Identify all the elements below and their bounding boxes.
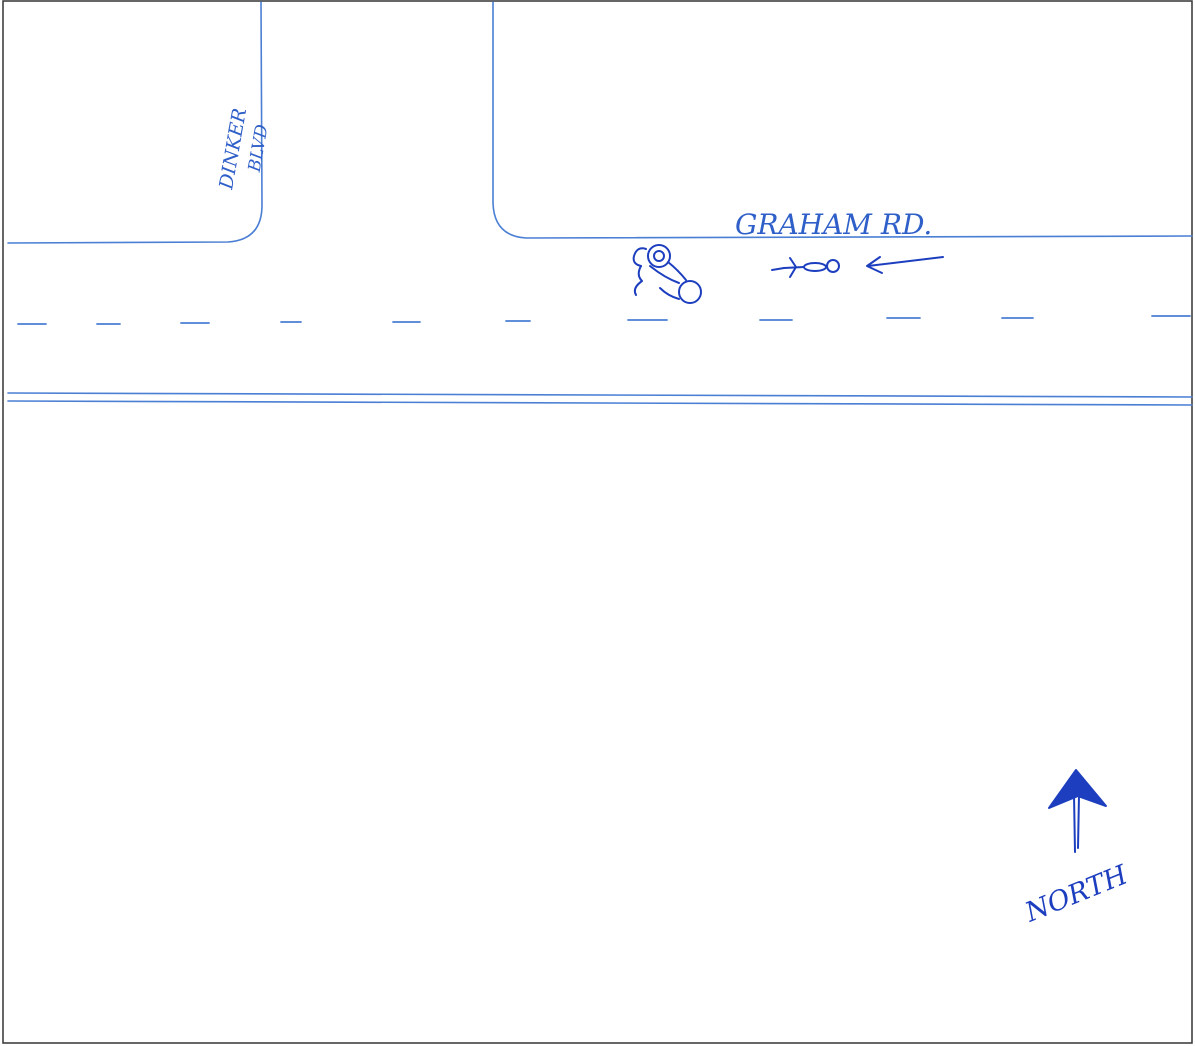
page-frame (3, 1, 1192, 1043)
main-road-label: GRAHAM RD. (735, 208, 932, 241)
